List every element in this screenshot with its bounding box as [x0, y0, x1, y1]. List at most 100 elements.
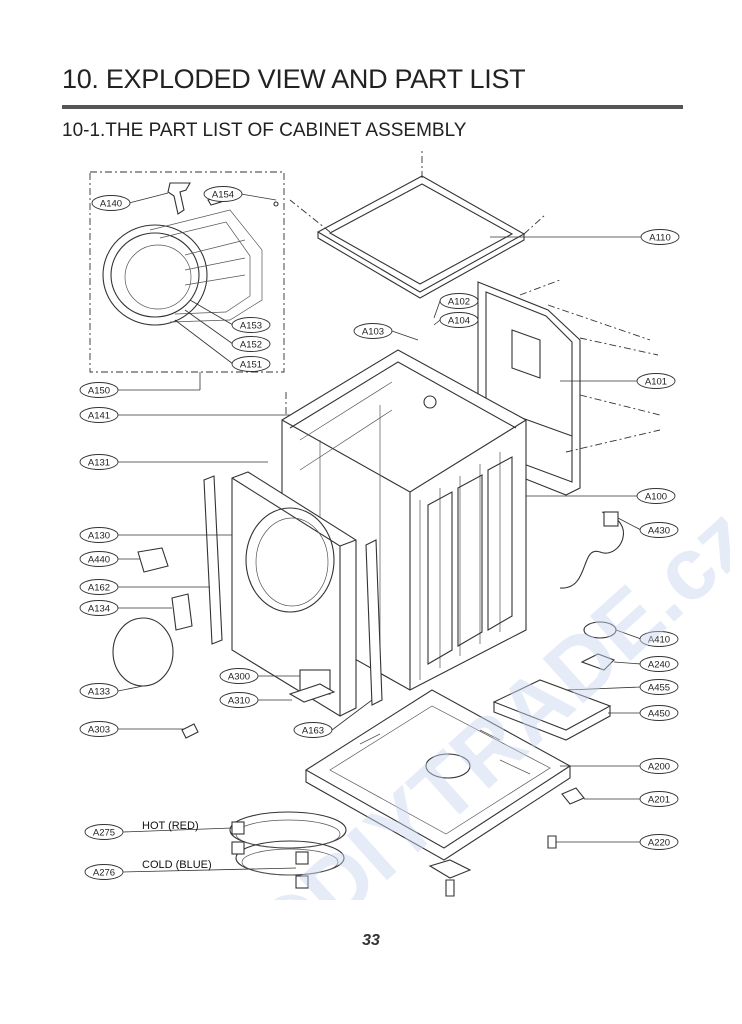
- front-panel-part: [231, 471, 357, 717]
- callout-a102: A102: [433, 293, 479, 319]
- callout-bubble: [439, 312, 479, 328]
- door-frame-outline: [149, 209, 263, 323]
- section-subtitle: 10-1.THE PART LIST OF CABINET ASSEMBLY: [62, 120, 467, 141]
- callout-a450: A450: [608, 705, 679, 721]
- callout-a140: A140: [91, 192, 169, 211]
- callout-label: A131: [88, 457, 110, 468]
- callout-label: A130: [88, 530, 110, 541]
- callout-bubble: [79, 382, 119, 398]
- callout-label: A141: [88, 410, 110, 421]
- callout-label: A110: [649, 232, 670, 243]
- callout-a300: A300: [219, 668, 300, 684]
- leader-line: [617, 517, 642, 531]
- leader-line: [433, 319, 441, 326]
- callout-a141: A141: [79, 407, 290, 423]
- door-assembly-boundary: [89, 171, 285, 373]
- callout-a110: A110: [490, 229, 680, 245]
- callout-label: A101: [645, 376, 667, 387]
- door-outer-ring: [102, 224, 208, 326]
- callout-bubble: [91, 195, 131, 211]
- leader-line: [331, 699, 373, 731]
- callout-label: A154: [212, 189, 234, 200]
- callout-a133: A133: [79, 683, 144, 699]
- callout-a151: A151: [174, 319, 271, 372]
- callout-bubble: [639, 834, 679, 850]
- callout-label: A300: [228, 671, 250, 682]
- callout-bubble: [203, 186, 243, 202]
- callout-bubble: [79, 407, 119, 423]
- callout-label: A152: [240, 339, 262, 350]
- callout-label: A200: [648, 761, 670, 772]
- drawer-handle-part: [171, 593, 193, 631]
- callout-label: A163: [302, 725, 324, 736]
- leader-line: [391, 330, 419, 341]
- leader-line: [189, 299, 234, 326]
- leader-line: [122, 827, 233, 833]
- callout-bubble: [353, 323, 393, 339]
- leader-line: [117, 685, 144, 692]
- leader-line: [174, 319, 234, 365]
- pressure-switch-part: [583, 621, 617, 639]
- door-inner-ring: [110, 232, 200, 318]
- callout-a310: A310: [219, 692, 292, 708]
- callout-a131: A131: [79, 454, 268, 470]
- callout-label: A276: [93, 867, 115, 878]
- front-trim-strip-part: [203, 475, 223, 645]
- callout-bubble: [79, 454, 119, 470]
- leader-line: [615, 629, 642, 640]
- callout-bubble: [293, 722, 333, 738]
- callout-label: A450: [648, 708, 670, 719]
- callout-a201: A201: [584, 791, 679, 807]
- filter-cover-part: [288, 683, 336, 703]
- callout-a303: A303: [79, 721, 184, 737]
- leader-line: [240, 193, 277, 201]
- pcb-assembly-part: [492, 679, 612, 731]
- callout-bubble: [439, 293, 479, 309]
- gasket-clamp-part: [112, 617, 174, 687]
- callout-label: A151: [240, 359, 262, 370]
- callout-label: A303: [88, 724, 110, 735]
- callout-label: A201: [648, 794, 670, 805]
- callout-bubble: [640, 229, 680, 245]
- callout-bubble: [636, 488, 676, 504]
- callout-bubble: [636, 373, 676, 389]
- hot-hose-note: HOT (RED): [142, 820, 199, 832]
- screw-part: [273, 201, 279, 207]
- callout-label: A104: [448, 315, 470, 326]
- callout-label: A430: [648, 525, 670, 536]
- callout-label: A410: [648, 634, 670, 645]
- callout-label: A133: [88, 686, 110, 697]
- callout-a134: A134: [79, 600, 172, 616]
- callout-bubble: [639, 656, 679, 672]
- callout-a154: A154: [203, 186, 277, 202]
- callout-a240: A240: [613, 656, 679, 672]
- callout-bubble: [639, 791, 679, 807]
- callout-label: A162: [88, 582, 110, 593]
- callout-a440: A440: [79, 551, 140, 567]
- callout-a100: A100: [526, 488, 676, 504]
- callout-a220: A220: [556, 834, 679, 850]
- callout-bubble: [219, 668, 259, 684]
- door-frame-ribs: [184, 239, 246, 286]
- callout-bubble: [639, 758, 679, 774]
- callout-bubble: [231, 336, 271, 352]
- callout-a162: A162: [79, 579, 210, 595]
- callout-label: A153: [240, 320, 262, 331]
- callout-a275: A275: [84, 824, 233, 840]
- leader-line: [128, 192, 169, 204]
- callout-a430: A430: [617, 517, 679, 538]
- callout-label: A455: [648, 682, 670, 693]
- leader-line: [433, 300, 441, 319]
- callout-a150: A150: [79, 372, 201, 398]
- callout-bubble: [84, 824, 124, 840]
- callout-a163: A163: [293, 699, 373, 738]
- callout-a152: A152: [184, 309, 271, 352]
- callout-label: A150: [88, 385, 110, 396]
- callout-bubble: [79, 527, 119, 543]
- callout-bubble: [84, 864, 124, 880]
- callout-a101: A101: [560, 373, 676, 389]
- leader-line: [122, 867, 297, 873]
- callout-a276: A276: [84, 864, 297, 880]
- callout-a410: A410: [615, 629, 679, 647]
